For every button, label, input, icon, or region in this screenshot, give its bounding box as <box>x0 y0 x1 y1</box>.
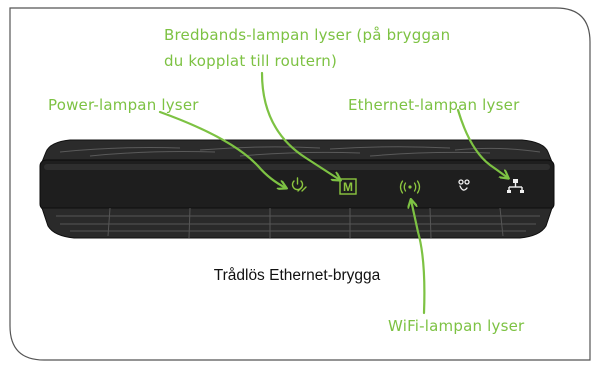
frame-border <box>9 7 591 361</box>
annotation-arrows <box>158 71 508 315</box>
power-callout: Power-lampan lyser <box>48 96 199 114</box>
device-bottom-ribs <box>56 207 540 239</box>
ethernet-led-icon <box>507 179 524 193</box>
broadband-arrow <box>260 71 340 180</box>
wifi-arrow <box>411 200 426 315</box>
broadband-led-letter: M <box>343 180 353 194</box>
device-caption: Trådlös Ethernet-brygga <box>214 267 381 284</box>
device-bottom-base <box>41 207 553 239</box>
wifi-callout: WiFi-lampan lyser <box>388 317 525 335</box>
device-top-ribs <box>59 146 541 157</box>
wps-led-icon <box>458 179 470 191</box>
wifi-led-icon <box>399 180 421 194</box>
broadband-led-icon: M <box>339 178 357 195</box>
bridge-device: M <box>39 139 555 239</box>
broadband-callout-line2: du kopplat till routern) <box>164 52 337 70</box>
ethernet-arrow <box>456 108 508 178</box>
ethernet-callout: Ethernet-lampan lyser <box>348 96 520 114</box>
broadband-callout-line1: Bredbands-lampan lyser (på bryggan <box>164 26 450 44</box>
power-led-icon <box>291 177 307 192</box>
power-arrow <box>158 110 286 188</box>
